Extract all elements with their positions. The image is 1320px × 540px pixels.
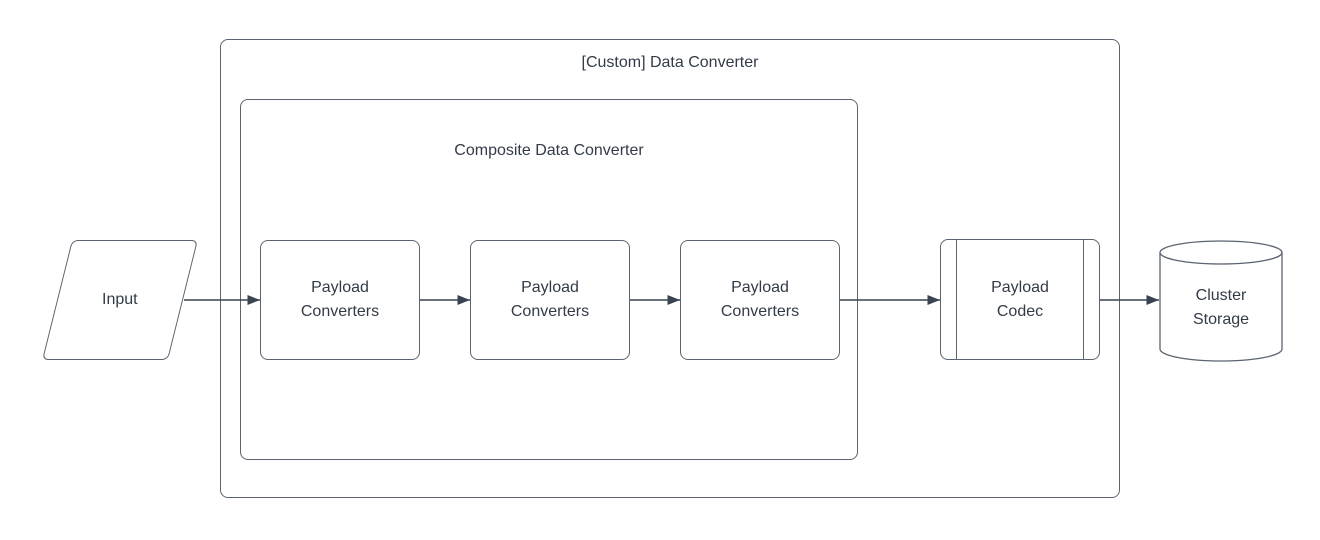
node-payload-converters-2: Payload Converters (470, 240, 630, 360)
node-cluster-storage: Cluster Storage (1159, 240, 1283, 362)
node-payload-converters-3: Payload Converters (680, 240, 840, 360)
outer-container-custom-data-converter (220, 39, 1120, 498)
node-payload-codec-label: Payload Codec (991, 278, 1049, 320)
node-payload-converters-3-label: Payload Converters (720, 279, 800, 320)
node-payload-converters-1: Payload Converters (260, 240, 420, 360)
predefined-process-right-bar (1083, 240, 1084, 359)
node-payload-converters-1-label: Payload Converters (300, 279, 380, 320)
inner-container-composite-data-converter (240, 99, 858, 460)
node-cluster-storage-label: Cluster Storage (1192, 287, 1250, 328)
outer-container-title: [Custom] Data Converter (581, 54, 759, 71)
node-input: Input (42, 240, 198, 360)
node-payload-codec: Payload Codec (940, 239, 1100, 360)
predefined-process-left-bar (956, 240, 957, 359)
inner-container-title: Composite Data Converter (454, 142, 644, 159)
node-payload-converters-2-label: Payload Converters (510, 279, 590, 320)
cylinder-shape (1159, 240, 1283, 362)
node-input-label: Input (102, 291, 138, 308)
